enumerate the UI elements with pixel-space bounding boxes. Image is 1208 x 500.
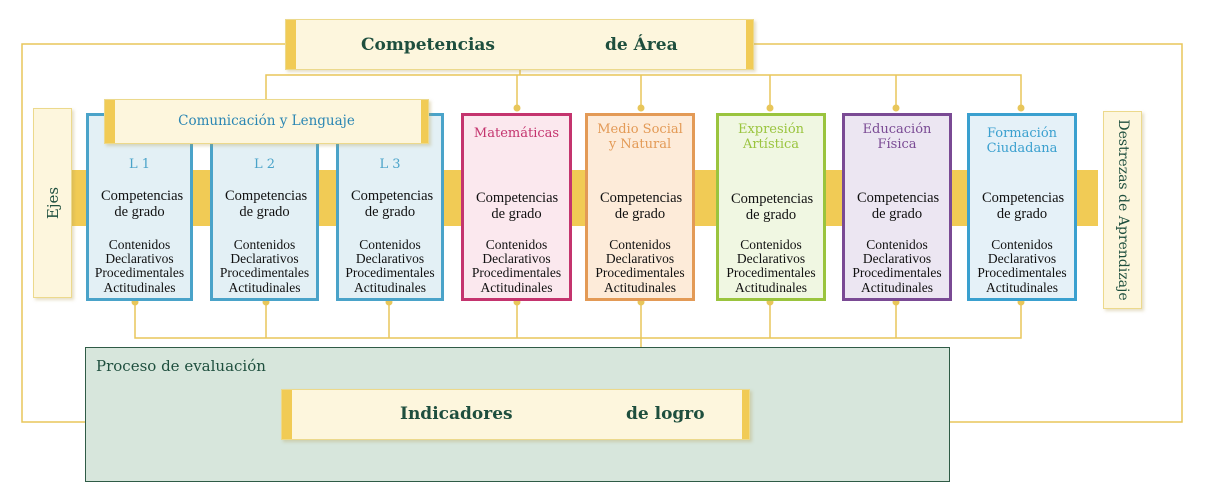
- card-title: Medio Social y Natural: [597, 122, 683, 152]
- card-contenidos-line: Declarativos: [355, 251, 425, 267]
- card-competencias: Competencias de grado: [982, 190, 1065, 222]
- card-contenidos-line: Contenidos: [485, 237, 548, 252]
- card-contenidos-line: Declarativos: [105, 251, 174, 267]
- competencias-area-banner: Competencias de Área: [285, 19, 754, 70]
- card-competencias: Competencias de grado: [101, 188, 184, 220]
- card-contenidos-line: Declarativos: [987, 251, 1057, 267]
- card-competencias: Competencias de grado: [600, 190, 683, 222]
- card-title: Formación Ciudadana: [986, 126, 1058, 156]
- card-contenidos-line: Actitudinales: [228, 279, 301, 295]
- top-dot: [766, 104, 774, 112]
- card-contenidos-line: Declarativos: [736, 251, 806, 267]
- card-contenidos-line: Contenidos: [609, 237, 671, 252]
- destrezas-label: Destrezas de Aprendizaje: [1114, 119, 1131, 301]
- card-contenidos-line: Actitudinales: [480, 279, 553, 295]
- top-dot: [637, 104, 645, 112]
- card-contenidos-line: Procedimentales: [977, 265, 1067, 281]
- card-contenidos-line: Contenidos: [108, 237, 171, 252]
- card-contenidos-line: Contenidos: [866, 237, 928, 252]
- card-competencias: Competencias de grado: [476, 190, 559, 222]
- card-contenidos-line: Procedimentales: [726, 265, 816, 281]
- card-competencias: Competencias de grado: [857, 190, 940, 222]
- card-contenidos-line: Declarativos: [482, 251, 551, 267]
- comunicacion-banner: Comunicación y Lenguaje: [104, 99, 429, 144]
- banner-word-left: Competencias: [361, 35, 495, 55]
- card-contenidos-line: Actitudinales: [354, 279, 426, 295]
- card-competencias: Competencias de grado: [225, 188, 308, 220]
- top-dot: [513, 104, 521, 112]
- card-competencias: Competencias de grado: [351, 188, 434, 220]
- card-contenidos-line: Actitudinales: [986, 279, 1058, 295]
- card-contenidos-line: Declarativos: [862, 251, 932, 267]
- card-contenidos-line: Procedimentales: [345, 265, 435, 281]
- ejes-label: Ejes: [43, 186, 62, 220]
- card-title: L 1: [128, 157, 151, 172]
- card-contenidos-line: Actitudinales: [735, 279, 807, 295]
- card-contenidos-line: Actitudinales: [103, 279, 176, 295]
- ejes-box: Ejes: [33, 108, 72, 298]
- indicadores-word-left: Indicadores: [400, 404, 513, 424]
- card-title: L 2: [253, 157, 276, 172]
- card-contenidos-line: Contenidos: [233, 237, 296, 252]
- card-contenidos-line: Procedimentales: [471, 265, 562, 281]
- top-dot: [892, 104, 900, 112]
- card-contenidos-line: Actitudinales: [604, 279, 676, 295]
- card-contenidos-line: Procedimentales: [219, 265, 310, 281]
- card-contenidos-line: Declarativos: [605, 251, 675, 267]
- card-contenidos-line: Actitudinales: [861, 279, 933, 295]
- card-contenidos-line: Contenidos: [740, 237, 802, 252]
- indicadores-logro-banner: Indicadores de logro: [281, 389, 750, 440]
- card-competencias: Competencias de grado: [731, 191, 814, 223]
- card-contenidos-line: Procedimentales: [595, 265, 685, 281]
- destrezas-box: Destrezas de Aprendizaje: [1103, 111, 1142, 309]
- card-title: L 3: [379, 157, 401, 172]
- indicadores-word-right: de logro: [626, 404, 705, 424]
- top-dot: [1017, 104, 1025, 112]
- card-title: Matemáticas: [473, 126, 560, 141]
- proceso-evaluacion-label: Proceso de evaluación: [96, 357, 266, 375]
- banner-word-right: de Área: [605, 35, 678, 55]
- card-title: Expresión Artística: [737, 122, 805, 152]
- comunicacion-label: Comunicación y Lenguaje: [178, 113, 355, 129]
- card-contenidos-line: Contenidos: [991, 237, 1053, 252]
- card-contenidos-line: Declarativos: [230, 251, 299, 267]
- card-contenidos-line: Procedimentales: [94, 265, 185, 281]
- card-contenidos-line: Contenidos: [359, 237, 421, 252]
- card-contenidos-line: Procedimentales: [852, 265, 942, 281]
- card-title: Educación Física: [862, 122, 932, 152]
